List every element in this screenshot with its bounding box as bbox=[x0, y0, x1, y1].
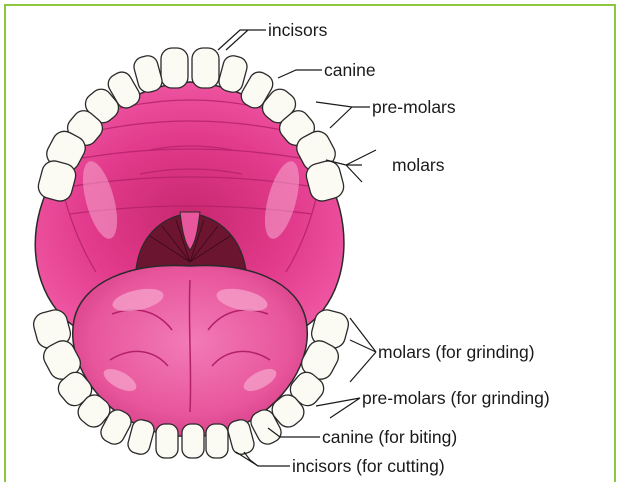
leader-incisors-top bbox=[218, 30, 266, 50]
label-canine-top: canine bbox=[324, 60, 376, 80]
tooth-upper-incisor bbox=[192, 48, 219, 88]
leader-premolars-top bbox=[316, 102, 370, 128]
label-molars-top: molars bbox=[392, 155, 445, 175]
tooth-upper-incisor bbox=[161, 48, 188, 88]
leader-premolars-bottom bbox=[316, 398, 360, 418]
label-incisors-bottom: incisors (for cutting) bbox=[292, 456, 445, 476]
tooth-lower-incisor bbox=[156, 424, 178, 458]
label-molars-bottom: molars (for grinding) bbox=[378, 342, 535, 362]
tooth-lower-incisor bbox=[206, 424, 228, 458]
label-canine-bottom: canine (for biting) bbox=[322, 427, 457, 447]
label-incisors-top: incisors bbox=[268, 20, 327, 40]
leader-canine-top bbox=[278, 70, 322, 78]
label-premolars-bottom: pre-molars (for grinding) bbox=[362, 388, 550, 408]
leader-molars-bottom bbox=[350, 318, 376, 382]
label-premolars-top: pre-molars bbox=[372, 97, 456, 117]
tooth-lower-incisor bbox=[182, 424, 204, 458]
